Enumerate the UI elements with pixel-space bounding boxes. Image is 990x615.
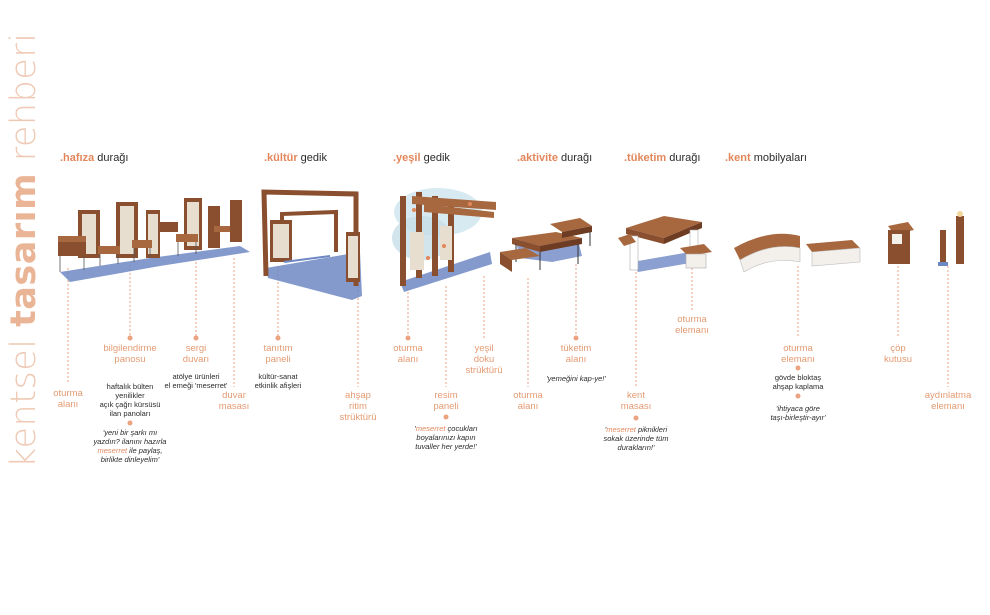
dot	[127, 420, 133, 426]
kent-benches	[734, 233, 861, 273]
dot	[275, 335, 281, 341]
tuketim-furniture	[618, 216, 712, 272]
quote-tuketim: 'yemeğini kap-ye!'	[546, 374, 606, 383]
section-yesil-title: .yeşil gedik	[393, 152, 450, 164]
dot	[443, 414, 449, 420]
kultur-structure	[261, 189, 362, 300]
section-kent-title: .kent mobilyaları	[725, 152, 807, 164]
lighting-posts	[938, 211, 964, 266]
dot	[127, 335, 133, 341]
leader-lines	[67, 258, 949, 387]
yesil-structure	[392, 188, 496, 292]
dot	[633, 415, 639, 421]
dot	[795, 365, 801, 371]
section-aktivite-title: .aktivite durağı	[517, 152, 593, 164]
section-kultur-title: .kültür gedik	[264, 152, 327, 164]
hafiza-furniture	[58, 198, 250, 282]
aktivite-furniture	[500, 218, 592, 272]
dot	[573, 335, 579, 341]
trash-bin	[888, 222, 914, 264]
section-tuketim-title: .tüketim durağı	[624, 152, 701, 164]
dot	[795, 393, 801, 399]
section-hafiza-title: .hafıza durağı	[60, 152, 129, 164]
dot	[193, 335, 199, 341]
dot	[405, 335, 411, 341]
